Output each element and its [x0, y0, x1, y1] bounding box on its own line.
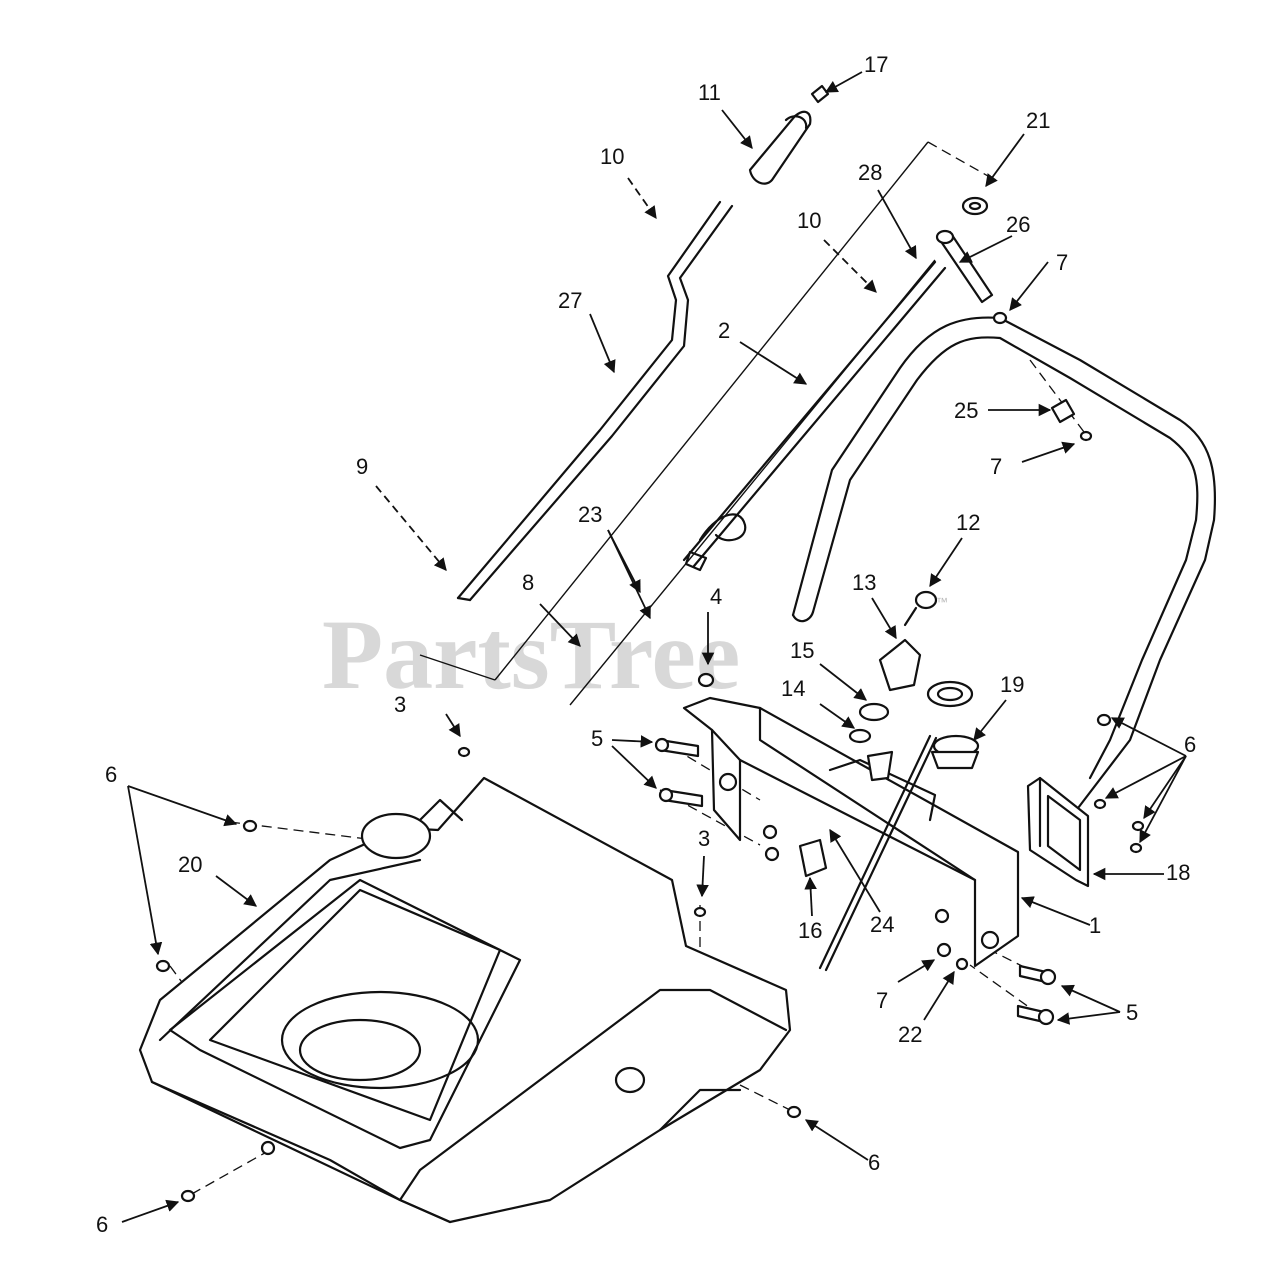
side-panel-18 [1026, 776, 1090, 888]
callout-20: 20 [178, 852, 202, 877]
callout-6-cover-bottom: 6 [96, 1212, 108, 1237]
callout-7-handle-side: 7 [990, 454, 1002, 479]
dash-bracket-1 [682, 696, 1020, 968]
knob-26-and-washer-21 [935, 196, 994, 304]
callout-5-left: 5 [591, 726, 603, 751]
callout-19: 19 [1000, 672, 1024, 697]
callout-12: 12 [956, 510, 980, 535]
key-switch-parts [798, 590, 980, 972]
callout-7-bracket: 7 [876, 988, 888, 1013]
watermark: PartsTree [322, 599, 740, 710]
callout-11: 11 [698, 80, 721, 105]
callout-23: 23 [578, 502, 602, 527]
callout-24: 24 [870, 912, 894, 937]
callout-leaders [121, 71, 1187, 1223]
callout-21: 21 [1026, 108, 1050, 133]
callout-13: 13 [852, 570, 876, 595]
handle-loop [791, 316, 1217, 814]
callout-25: 25 [954, 398, 978, 423]
watermark-trademark: ™ [936, 595, 948, 609]
callout-22: 22 [898, 1022, 922, 1047]
upper-grip-11 [748, 84, 830, 185]
callout-15: 15 [790, 638, 814, 663]
callout-14: 14 [781, 676, 805, 701]
lower-handle-27 [456, 200, 734, 602]
callout-7-handle-top: 7 [1056, 250, 1068, 275]
callout-9: 9 [356, 454, 368, 479]
callout-6-panel: 6 [1184, 732, 1196, 757]
callout-17: 17 [864, 52, 888, 77]
callout-3-upper: 3 [394, 692, 406, 717]
callout-1: 1 [1089, 913, 1101, 938]
shift-rod-2 [682, 260, 947, 572]
callout-5-right: 5 [1126, 1000, 1138, 1025]
callout-labels: 1 2 3 3 4 5 5 6 6 6 6 7 7 7 8 9 10 10 11… [96, 52, 1196, 1237]
callout-6-cover-left: 6 [105, 762, 117, 787]
callout-6-cover-right: 6 [868, 1150, 880, 1175]
callout-4: 4 [710, 584, 722, 609]
small-hardware [155, 311, 1145, 1203]
console-cover-20 [138, 776, 792, 1224]
callout-3-lower: 3 [698, 826, 710, 851]
bolts-5 [654, 737, 1057, 1026]
callout-26: 26 [1006, 212, 1030, 237]
callout-10-right: 10 [797, 208, 821, 233]
callout-27: 27 [558, 288, 582, 313]
callout-28: 28 [858, 160, 882, 185]
callout-18: 18 [1166, 860, 1190, 885]
callout-2: 2 [718, 318, 730, 343]
callout-16: 16 [798, 918, 822, 943]
callout-10-left: 10 [600, 144, 624, 169]
callout-8: 8 [522, 570, 534, 595]
